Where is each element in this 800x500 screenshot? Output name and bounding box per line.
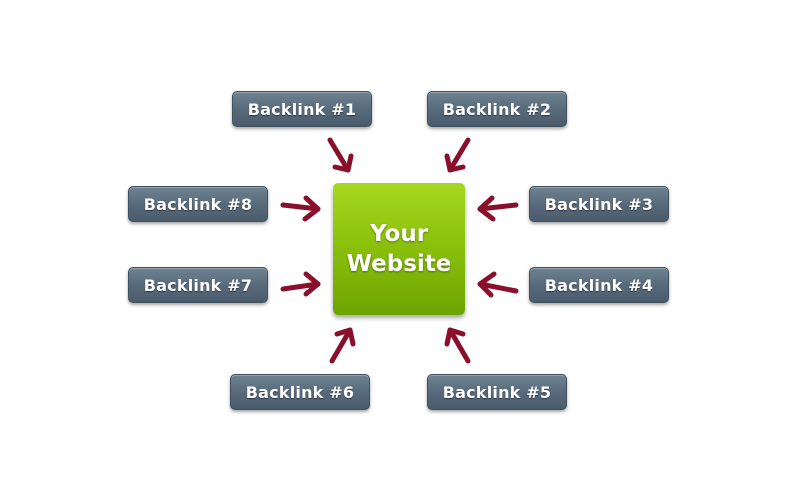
arrow-7-icon <box>280 271 321 297</box>
backlink-label-4: Backlink #4 <box>544 275 654 295</box>
backlink-label-6: Backlink #6 <box>245 382 355 402</box>
backlink-node-7: Backlink #7 <box>128 267 268 303</box>
backlink-label-2: Backlink #2 <box>442 99 552 119</box>
your-website-node: Your Website <box>333 183 465 315</box>
backlink-label-1: Backlink #1 <box>247 99 357 119</box>
arrow-8-icon <box>280 195 321 222</box>
arrow-5-icon <box>444 327 471 364</box>
arrow-2-icon <box>444 137 471 173</box>
arrow-3-icon <box>477 195 519 222</box>
backlink-label-3: Backlink #3 <box>544 194 654 214</box>
arrow-4-icon <box>477 271 519 298</box>
backlink-node-2: Backlink #2 <box>427 91 567 127</box>
backlink-node-4: Backlink #4 <box>529 267 669 303</box>
backlink-node-5: Backlink #5 <box>427 374 567 410</box>
backlink-node-8: Backlink #8 <box>128 186 268 222</box>
backlink-label-7: Backlink #7 <box>143 275 253 295</box>
backlink-label-8: Backlink #8 <box>143 194 253 214</box>
arrow-1-icon <box>327 137 354 173</box>
backlink-node-6: Backlink #6 <box>230 374 370 410</box>
center-label-line2: Website <box>346 251 452 277</box>
center-label-line1: Your <box>369 221 429 247</box>
backlink-label-5: Backlink #5 <box>442 382 552 402</box>
backlink-node-3: Backlink #3 <box>529 186 669 222</box>
backlink-node-1: Backlink #1 <box>232 91 372 127</box>
arrow-6-icon <box>329 327 356 364</box>
